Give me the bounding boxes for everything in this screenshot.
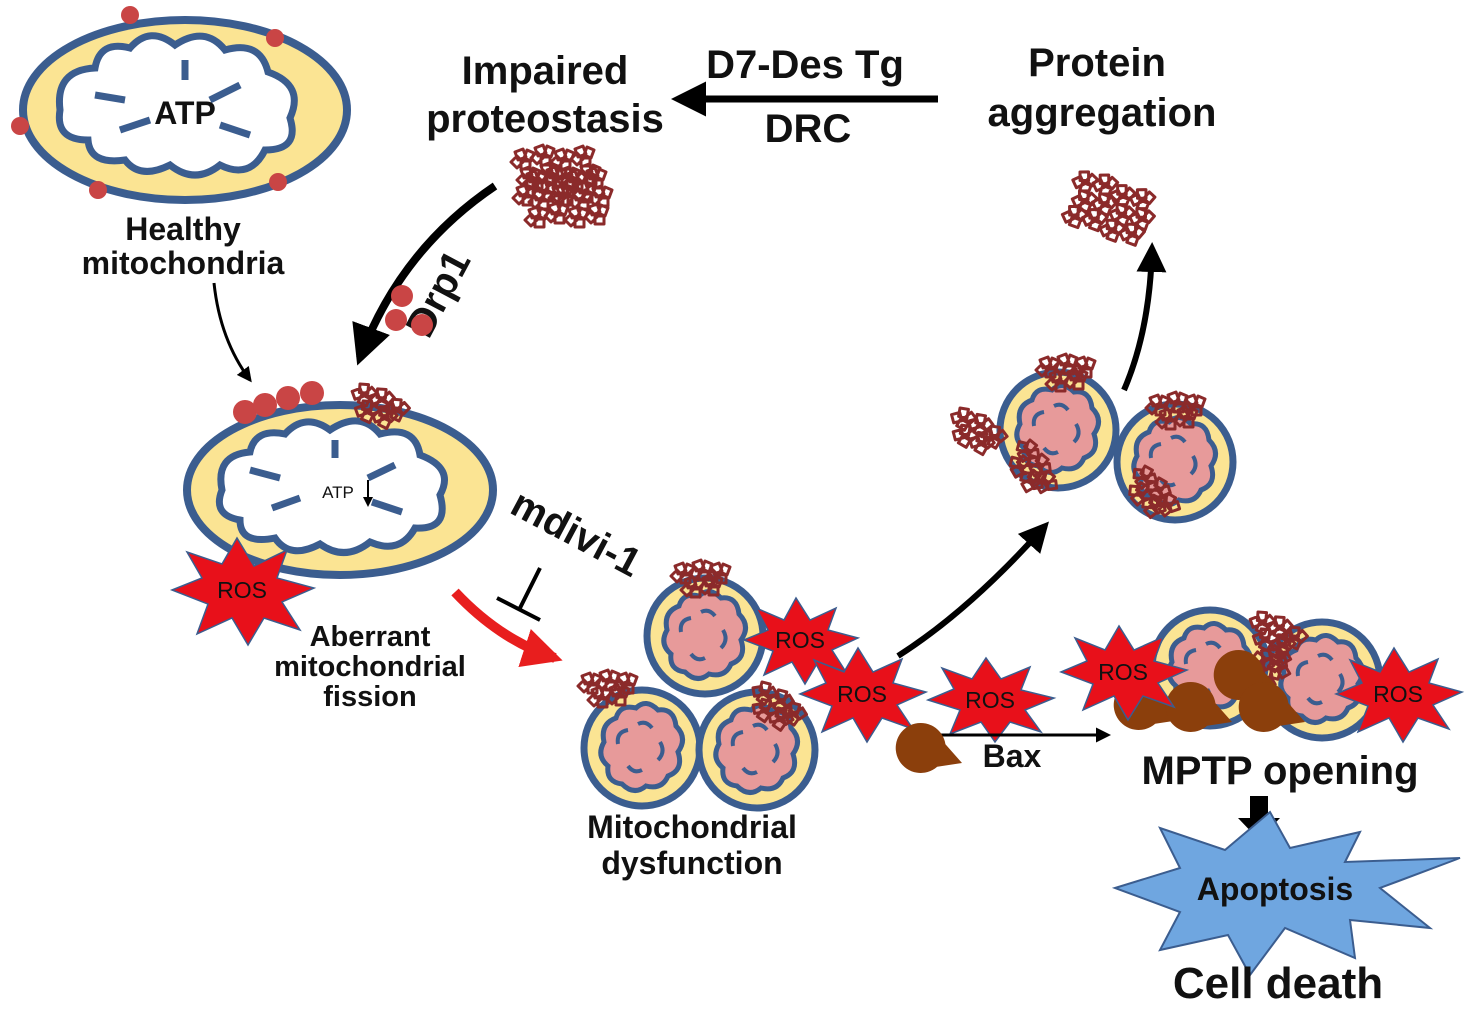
drp1-dot [391,285,413,307]
ros-burst: ROS [1333,646,1465,744]
arrow-to-protein-aggregation [1121,242,1167,392]
drp1-dot [269,173,287,191]
d7-des-tg-label: D7-Des Tg [706,43,904,87]
atp-decrease-label: ATP [322,483,354,502]
svg-text:ROS: ROS [965,687,1015,713]
dysfunction-label-line2: dysfunction [601,845,782,881]
drp1-dot [385,309,407,331]
ros-burst: ROS [741,596,861,686]
bax-label: Bax [983,738,1042,774]
aberrant-label-line1: Aberrant [310,621,431,653]
drp1-dot [300,381,324,405]
svg-text:ROS: ROS [837,681,887,707]
aberrant-label-line2: mitochondrial [274,651,466,683]
aberrant-mitochondrion: ATP [183,401,497,579]
healthy-label-line2: mitochondria [82,245,285,281]
mdivi-1-label: mdivi-1 [504,481,648,586]
impaired-label-line2: proteostasis [426,97,664,141]
healthy-atp-label: ATP [154,95,216,131]
dysfunction-label-line1: Mitochondrial [587,809,797,845]
drp1-dot [11,117,29,135]
apoptosis-burst: Apoptosis [1111,810,1461,977]
ros-burst: ROS [797,646,929,744]
healthy-label-line1: Healthy [125,211,241,247]
ros-burst: ROS [169,536,317,647]
svg-text:ROS: ROS [1373,681,1423,707]
protein-aggregate-cluster [1058,164,1162,251]
arrow-to-aggregated-mitochondria [896,521,1049,659]
drc-label: DRC [765,107,852,151]
impaired-label-line1: Impaired [462,49,629,93]
fission-arrow [451,588,563,668]
drp1-dot [89,181,107,199]
cell-death-label: Cell death [1173,959,1383,1008]
protein-label-line2: aggregation [988,91,1217,135]
arrow-healthy-to-aberrant [212,282,252,383]
drp1-arrow [352,182,498,366]
drp1-dot [253,393,277,417]
ros-burst: ROS [1058,624,1190,722]
drp1-dot [233,400,257,424]
mptp-opening-label: MPTP opening [1141,749,1418,793]
svg-text:ROS: ROS [775,627,825,653]
apoptosis-label: Apoptosis [1197,871,1353,907]
svg-text:ROS: ROS [217,577,267,603]
healthy-mitochondrion: ATP [11,6,351,204]
drp1-dot [411,314,433,336]
svg-text:ROS: ROS [1098,659,1148,685]
drp1-dot [266,29,284,47]
drp1-dot [276,386,300,410]
ros-burst: ROS [925,656,1057,744]
inhibition-symbol [496,567,542,622]
drp1-dot [121,6,139,24]
aberrant-label-line3: fission [323,681,416,713]
protein-label-line1: Protein [1028,41,1166,85]
protein-aggregate-cluster [511,145,612,227]
